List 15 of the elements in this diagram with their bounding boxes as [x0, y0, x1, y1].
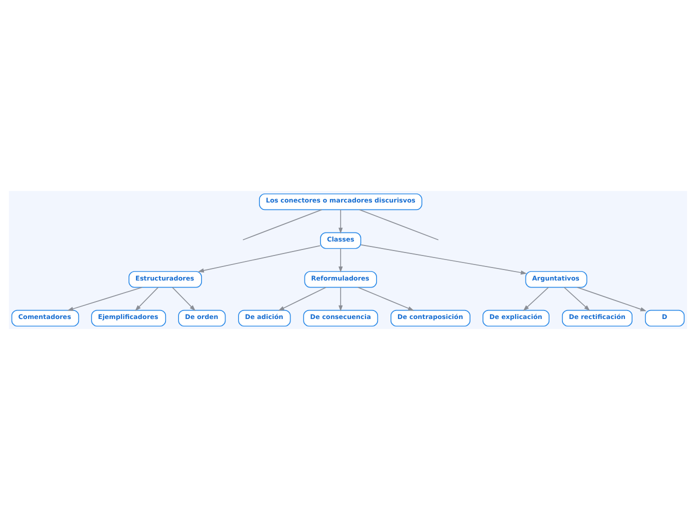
arrow — [278, 286, 326, 311]
arrow — [198, 245, 321, 273]
arrow — [576, 286, 646, 312]
arrow — [358, 286, 414, 311]
arrow — [172, 286, 196, 311]
arrow — [564, 286, 590, 311]
arrow — [523, 286, 549, 311]
arrow — [338, 286, 343, 312]
connector — [359, 209, 439, 240]
arrow — [360, 244, 527, 275]
arrow — [338, 248, 343, 273]
arrow — [67, 286, 143, 311]
arrow — [134, 286, 159, 311]
arrow — [338, 209, 343, 234]
connector — [242, 209, 322, 240]
